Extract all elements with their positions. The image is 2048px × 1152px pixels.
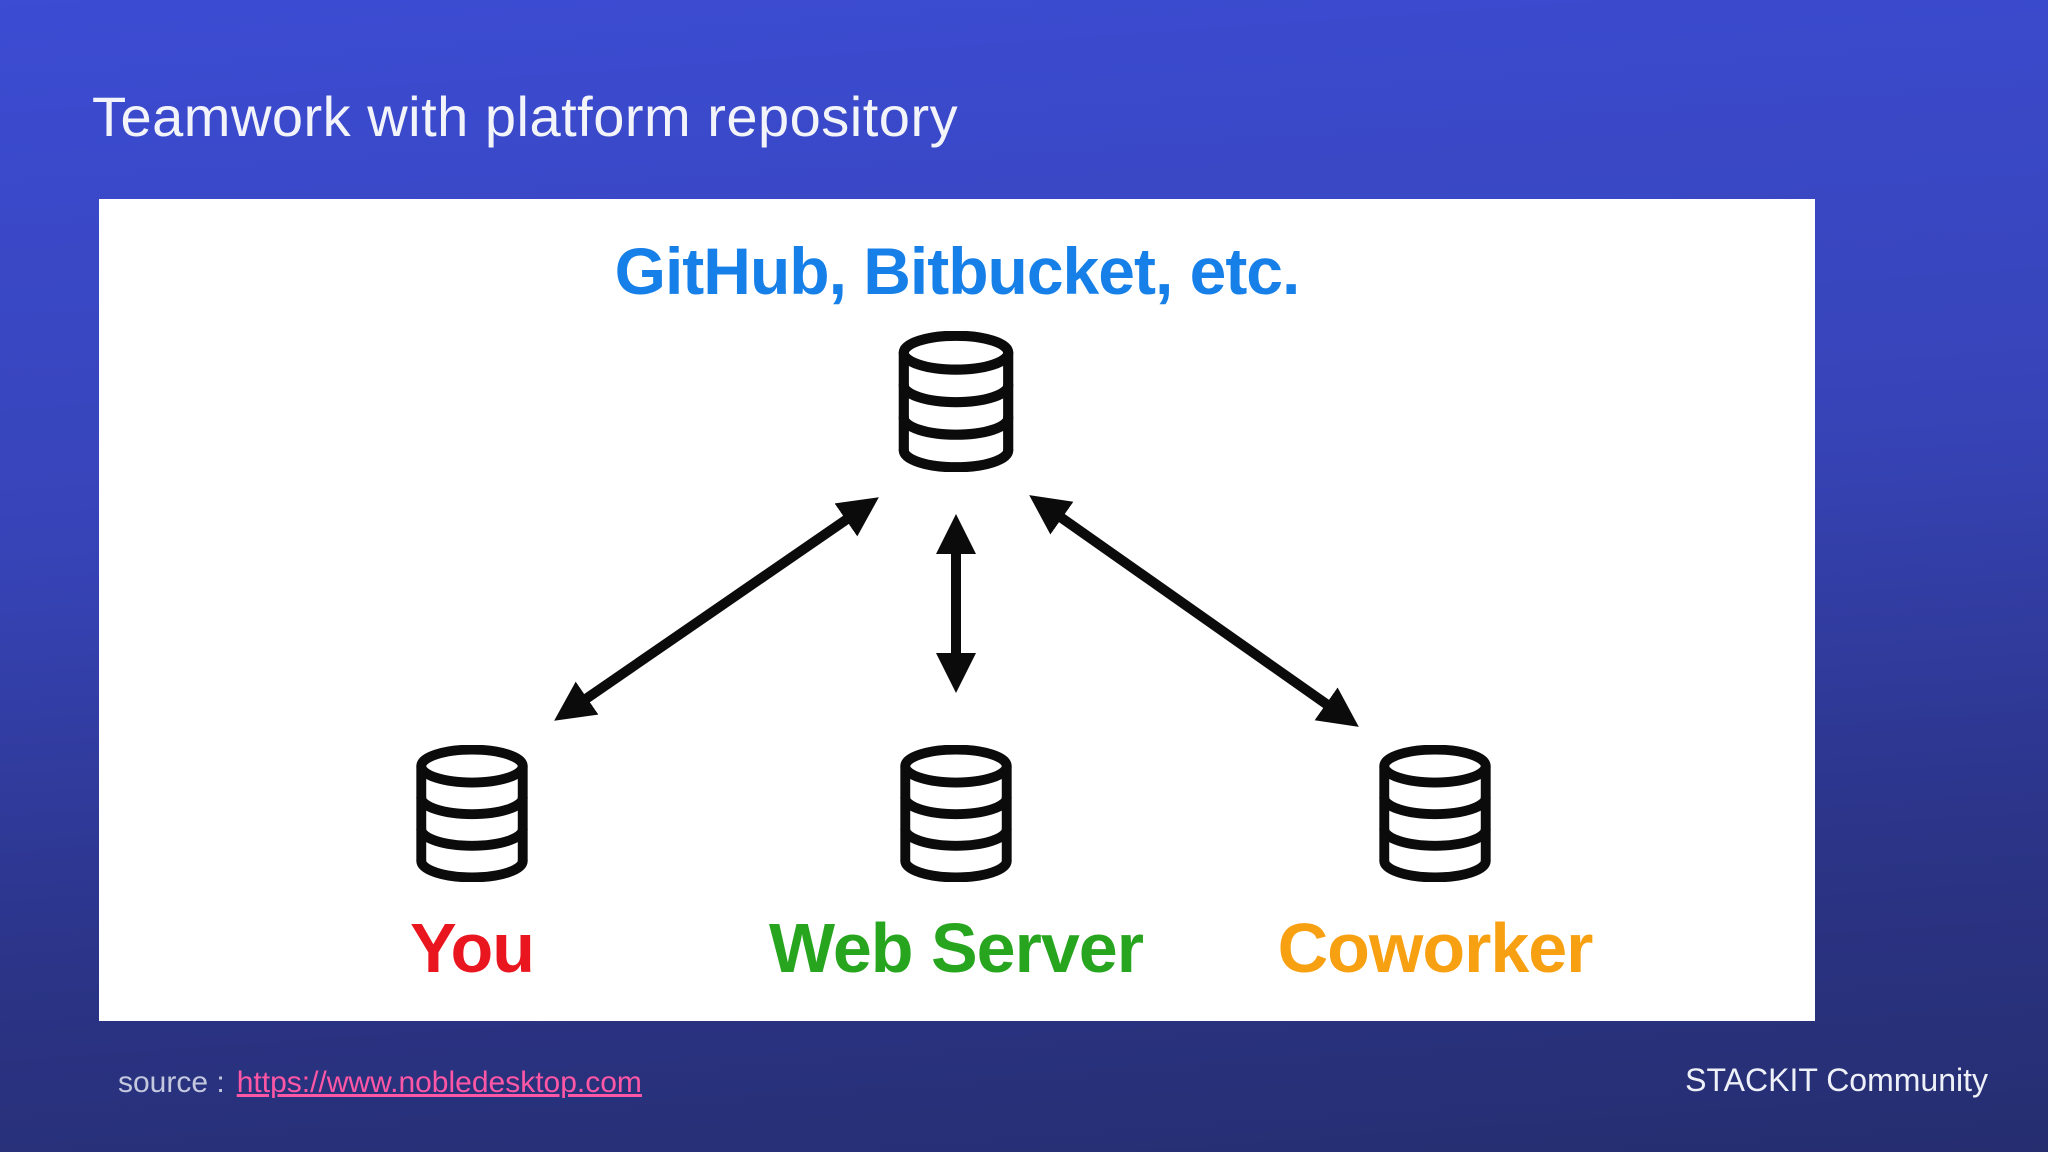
database-icon (1369, 745, 1501, 882)
source-link[interactable]: https://www.nobledesktop.com (236, 1066, 642, 1099)
node-coworker: Coworker (1215, 745, 1655, 988)
node-label-web-server: Web Server (769, 909, 1144, 987)
arrow-you-platform (554, 497, 879, 721)
community-label: STACKIT Community (1685, 1062, 1988, 1098)
page-title: Teamwork with platform repository (92, 85, 959, 148)
node-you: You (252, 745, 692, 988)
sync-arrows (554, 495, 1359, 727)
node-web-server: Web Server (736, 745, 1176, 988)
database-icon (406, 745, 538, 882)
database-icon (890, 745, 1022, 882)
source-label: source : (118, 1066, 225, 1099)
source-line: source : https://www.nobledesktop.com (118, 1066, 642, 1100)
diagram-panel: GitHub, Bitbucket, etc. You (99, 199, 1815, 1021)
node-label-coworker: Coworker (1277, 909, 1594, 987)
platform-label: GitHub, Bitbucket, etc. (614, 234, 1301, 308)
arrow-coworker-platform (1029, 495, 1359, 727)
node-label-you: You (409, 909, 535, 987)
